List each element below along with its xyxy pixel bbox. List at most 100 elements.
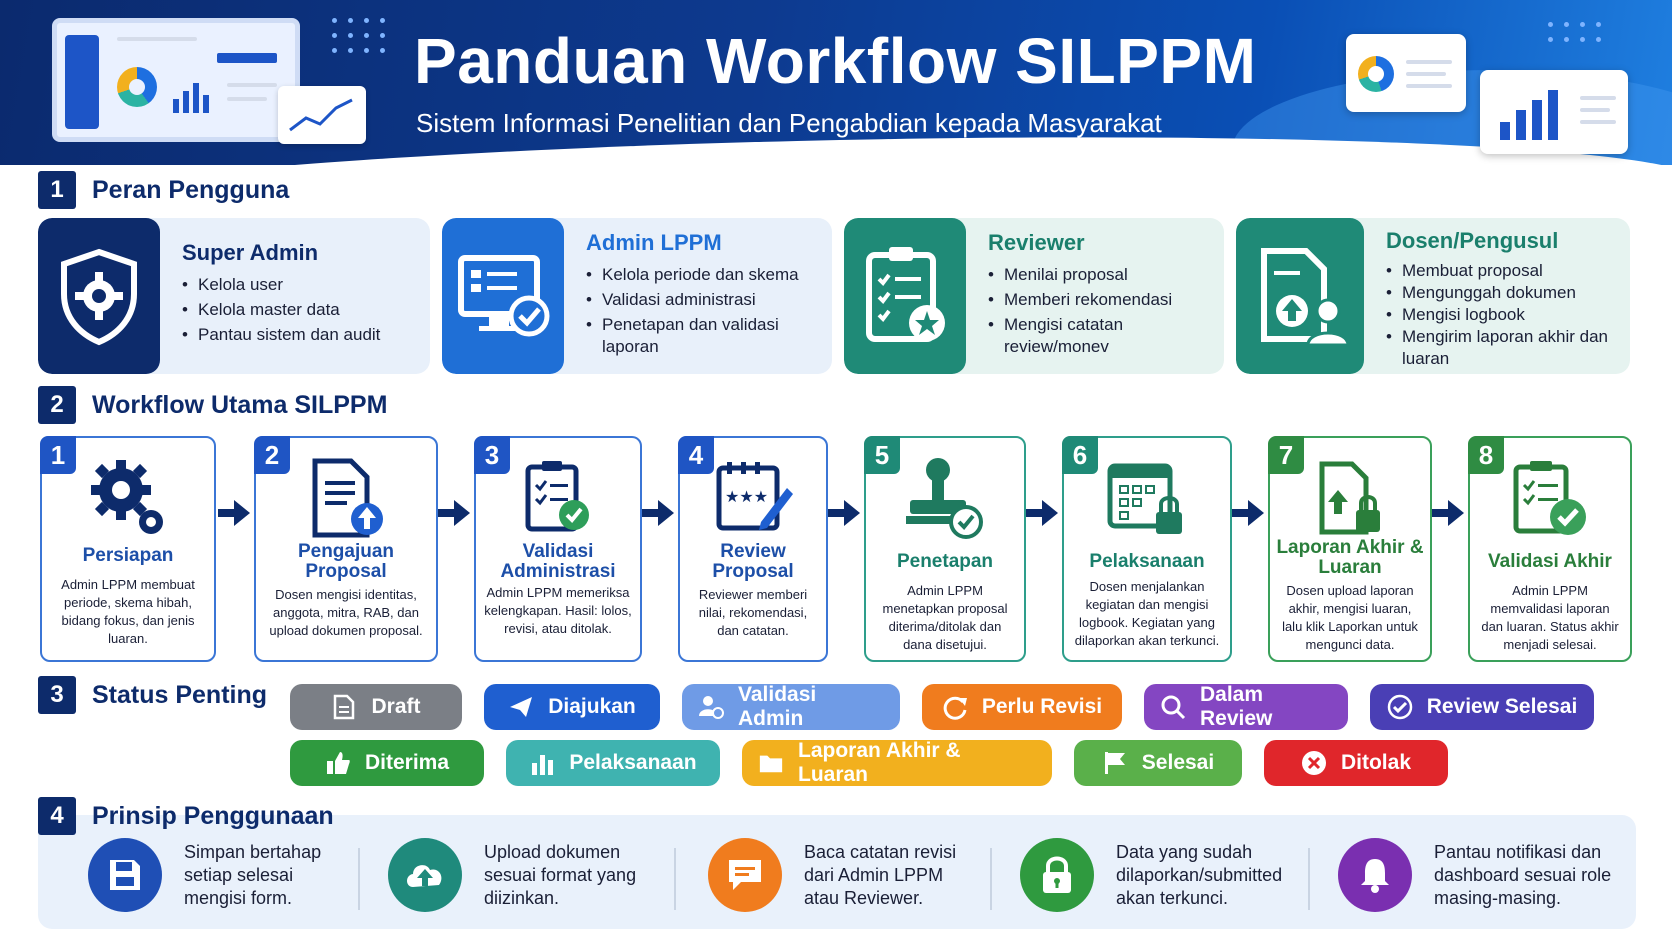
principle-item: Simpan bertahap setiap selesai mengisi f…: [88, 838, 354, 912]
role-title: Reviewer: [988, 230, 1085, 255]
role-item: Memberi rekomendasi: [988, 289, 1210, 311]
dashboard-illustration: [52, 18, 300, 142]
status-badge-review-selesai: Review Selesai: [1370, 684, 1594, 730]
status-label: Validasi Admin: [738, 683, 817, 730]
role-item: Validasi administrasi: [586, 289, 818, 311]
header-banner: Panduan Workflow SILPPM Sistem Informasi…: [0, 0, 1672, 165]
status-label: Pelaksanaan: [569, 751, 697, 774]
send-icon: [508, 694, 534, 720]
calendar-lock-icon: [1097, 452, 1197, 544]
role-card-admin-lppm: Admin LPPM Kelola periode dan skema Vali…: [442, 218, 832, 374]
status-label: Diterima: [364, 751, 450, 774]
status-badge-diterima: Diterima: [290, 740, 484, 786]
arrow-right-icon: [1232, 500, 1264, 526]
section-label: Status Penting: [92, 680, 268, 709]
status-label: Diajukan: [548, 695, 636, 718]
page-subtitle: Sistem Informasi Penelitian dan Pengabdi…: [416, 108, 1162, 138]
role-item: Pantau sistem dan audit: [182, 324, 380, 346]
principle-item: Upload dokumen sesuai format yang diizin…: [388, 838, 664, 912]
step-number: 5: [864, 436, 900, 474]
role-item: Penetapan dan validasi laporan: [586, 314, 818, 358]
step-title: Review Proposal: [712, 541, 794, 582]
status-label: Laporan Akhir & Luaran: [798, 739, 961, 786]
refresh-icon: [942, 694, 968, 720]
thumbs-up-icon: [325, 750, 351, 776]
role-title: Dosen/Pengusul: [1386, 228, 1559, 253]
status-badge-dalam-review: Dalam Review: [1144, 683, 1348, 730]
flag-icon: [1102, 750, 1128, 776]
step-number: 7: [1268, 436, 1304, 474]
search-icon: [1160, 694, 1186, 720]
section-number: 1: [38, 171, 76, 209]
section-heading-principles: 4 Prinsip Penggunaan: [38, 797, 334, 835]
svg-text:★★★: ★★★: [725, 487, 768, 506]
role-item: Menilai proposal: [988, 264, 1210, 286]
step-description: Admin LPPM membuat periode, skema hibah,…: [61, 577, 195, 646]
role-title: Super Admin: [182, 240, 319, 265]
principle-text: Upload dokumen sesuai format yang diizin…: [484, 841, 637, 908]
status-badge-diajukan: Diajukan: [484, 684, 660, 730]
lock-icon: [1020, 838, 1094, 912]
principle-text: Baca catatan revisi dari Admin LPPM atau…: [804, 841, 957, 908]
status-label: Review Selesai: [1426, 695, 1578, 718]
step-title: Penetapan: [896, 551, 994, 572]
section-heading-status: 3 Status Penting: [38, 676, 267, 714]
document-icon: [331, 694, 357, 720]
role-item: Kelola periode dan skema: [586, 264, 818, 286]
role-item: Kelola user: [182, 274, 380, 296]
status-badge-selesai: Selesai: [1074, 740, 1242, 786]
step-number: 2: [254, 436, 290, 474]
section-number: 2: [38, 386, 76, 424]
x-circle-icon: [1301, 750, 1327, 776]
step-description: Dosen mengisi identitas, anggota, mitra,…: [269, 587, 423, 638]
workflow-step-penetapan: 5 Penetapan Admin LPPM menetapkan propos…: [864, 436, 1026, 662]
workflow-step-review-proposal: 4 ★★★ Review Proposal Reviewer memberi n…: [678, 436, 828, 662]
principle-item: Data yang sudah dilaporkan/submitted aka…: [1020, 838, 1296, 912]
workflow-step-validasi-administrasi: 3 Validasi Administrasi Admin LPPM memer…: [474, 436, 642, 662]
status-label: Perlu Revisi: [981, 695, 1103, 718]
workflow-step-persiapan: 1 Persiapan Admin LPPM membuat periode, …: [40, 436, 216, 662]
workflow-step-pengajuan: 2 Pengajuan Proposal Dosen mengisi ident…: [254, 436, 438, 662]
user-check-icon: [698, 694, 724, 720]
step-number: 6: [1062, 436, 1098, 474]
step-description: Dosen upload laporan akhir, mengisi luar…: [1282, 583, 1418, 652]
step-title: Validasi Akhir: [1488, 551, 1612, 572]
status-badge-ditolak: Ditolak: [1264, 740, 1448, 786]
status-badge-perlu-revisi: Perlu Revisi: [922, 684, 1122, 730]
status-badge-draft: Draft: [290, 684, 462, 730]
role-item: Mengirim laporan akhir dan luaran: [1386, 326, 1616, 370]
step-description: Admin LPPM menetapkan proposal diterima/…: [882, 583, 1008, 652]
role-card-dosen: Dosen/Pengusul Membuat proposal Mengungg…: [1236, 218, 1630, 374]
role-item: Mengisi catatan review/monev: [988, 314, 1210, 358]
bell-icon: [1338, 838, 1412, 912]
principle-text: Data yang sudah dilaporkan/submitted aka…: [1116, 841, 1283, 908]
check-circle-icon: [1387, 694, 1413, 720]
role-title: Admin LPPM: [586, 230, 722, 255]
report-lock-icon: [1300, 452, 1400, 544]
line-chart-card: [278, 86, 366, 144]
status-label: Dalam Review: [1200, 683, 1273, 730]
arrow-right-icon: [438, 500, 470, 526]
section-label: Prinsip Penggunaan: [92, 801, 334, 830]
cloud-upload-icon: [388, 838, 462, 912]
role-item: Membuat proposal: [1386, 260, 1616, 282]
bar-chart-card: [1480, 70, 1628, 154]
step-description: Admin LPPM memeriksa kelengkapan. Hasil:…: [484, 585, 632, 636]
gears-icon: [78, 452, 178, 544]
workflow-step-laporan-akhir: 7 Laporan Akhir & Luaran Dosen upload la…: [1268, 436, 1432, 662]
step-number: 8: [1468, 436, 1504, 474]
workflow-step-pelaksanaan: 6 Pelaksanaan Dosen menjalankan kegiatan…: [1062, 436, 1232, 662]
document-upload-user-icon: [1236, 218, 1364, 374]
clipboard-final-check-icon: [1500, 452, 1600, 544]
step-description: Reviewer memberi nilai, rekomendasi, dan…: [698, 587, 808, 638]
shield-gear-icon: [38, 218, 160, 374]
save-icon: [88, 838, 162, 912]
step-description: Dosen menjalankan kegiatan dan mengisi l…: [1074, 579, 1220, 648]
principle-item: Pantau notifikasi dan dashboard sesuai r…: [1338, 838, 1614, 912]
monitor-check-icon: [442, 218, 564, 374]
principle-text: Pantau notifikasi dan dashboard sesuai r…: [1434, 841, 1612, 908]
role-item: Kelola master data: [182, 299, 380, 321]
message-icon: [708, 838, 782, 912]
principle-item: Baca catatan revisi dari Admin LPPM atau…: [708, 838, 974, 912]
step-title: Persiapan: [82, 545, 174, 566]
